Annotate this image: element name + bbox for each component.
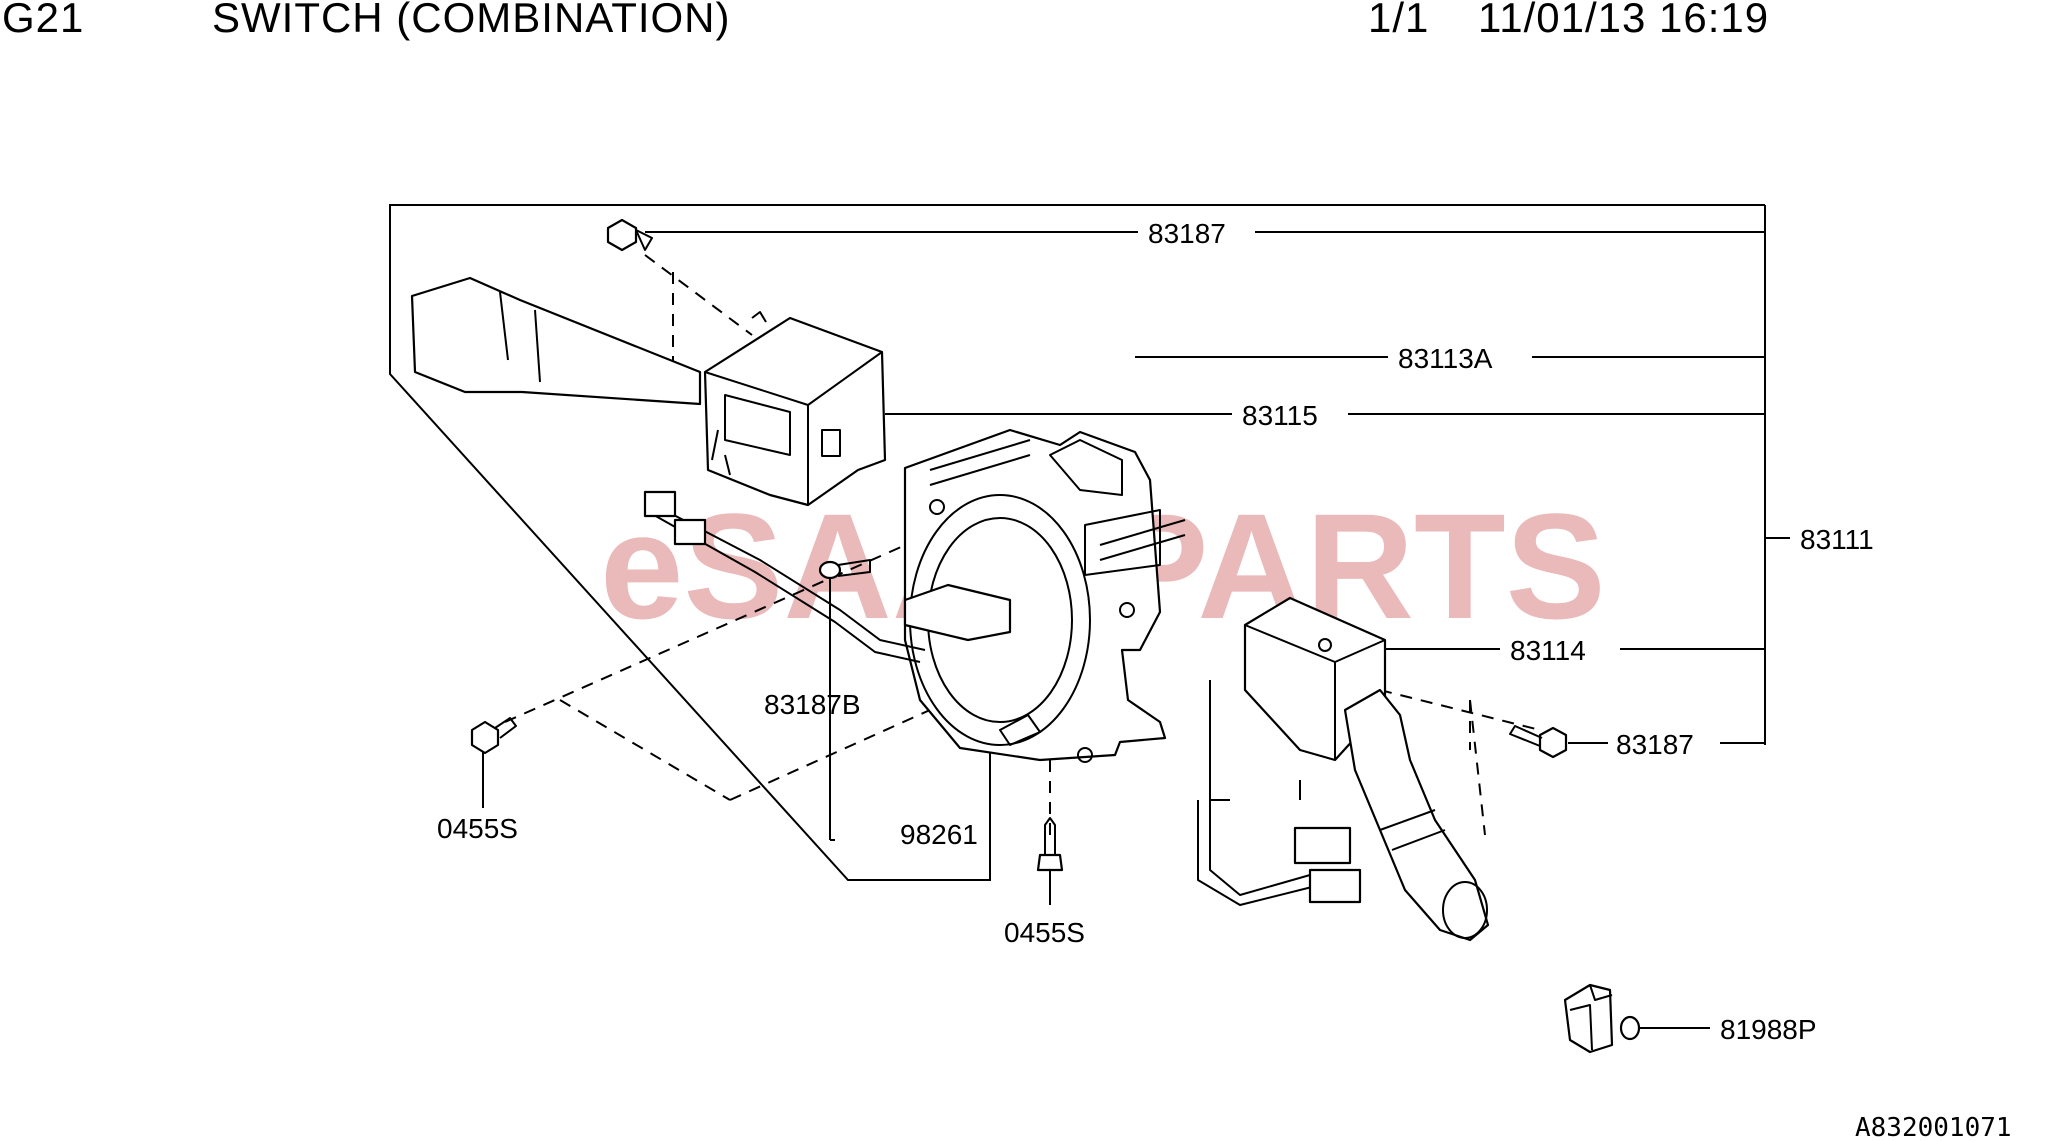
combination-switch-body [903, 428, 1186, 763]
screw-center-83187b [818, 559, 871, 580]
callout-0455s-left: 0455S [437, 813, 518, 844]
leader-lines [482, 231, 1765, 1029]
screw-bottom-0455s [1036, 817, 1064, 872]
clip-81988p [1563, 983, 1641, 1054]
callout-98261: 98261 [900, 819, 978, 850]
group-code: G21 [2, 0, 84, 41]
group-title: SWITCH (COMBINATION) [212, 0, 731, 41]
callout-83114: 83114 [1510, 635, 1586, 666]
right-lever-switch [1197, 596, 1490, 942]
callout-83111: 83111 [1800, 524, 1874, 555]
screw-right-83187 [1509, 725, 1568, 759]
wire-harness-left [643, 490, 926, 663]
callout-81988p: 81988P [1720, 1014, 1817, 1045]
print-datetime: 11/01/13 16:19 [1478, 0, 1769, 41]
callout-83187-top: 83187 [1148, 218, 1226, 249]
left-lever-switch [410, 276, 887, 507]
callout-83187-right: 83187 [1616, 729, 1694, 760]
screw-left-0455s [470, 717, 517, 755]
screw-top [606, 218, 653, 252]
callout-0455s-bottom: 0455S [1004, 917, 1085, 948]
assembly-bracket [389, 204, 1790, 881]
drawing-id: A832001071 [1855, 1113, 2012, 1141]
callout-83187b: 83187B [764, 689, 861, 720]
callout-83113a: 83113A [1398, 343, 1493, 374]
callout-83115: 83115 [1242, 400, 1318, 431]
page-number: 1/1 [1368, 0, 1429, 41]
